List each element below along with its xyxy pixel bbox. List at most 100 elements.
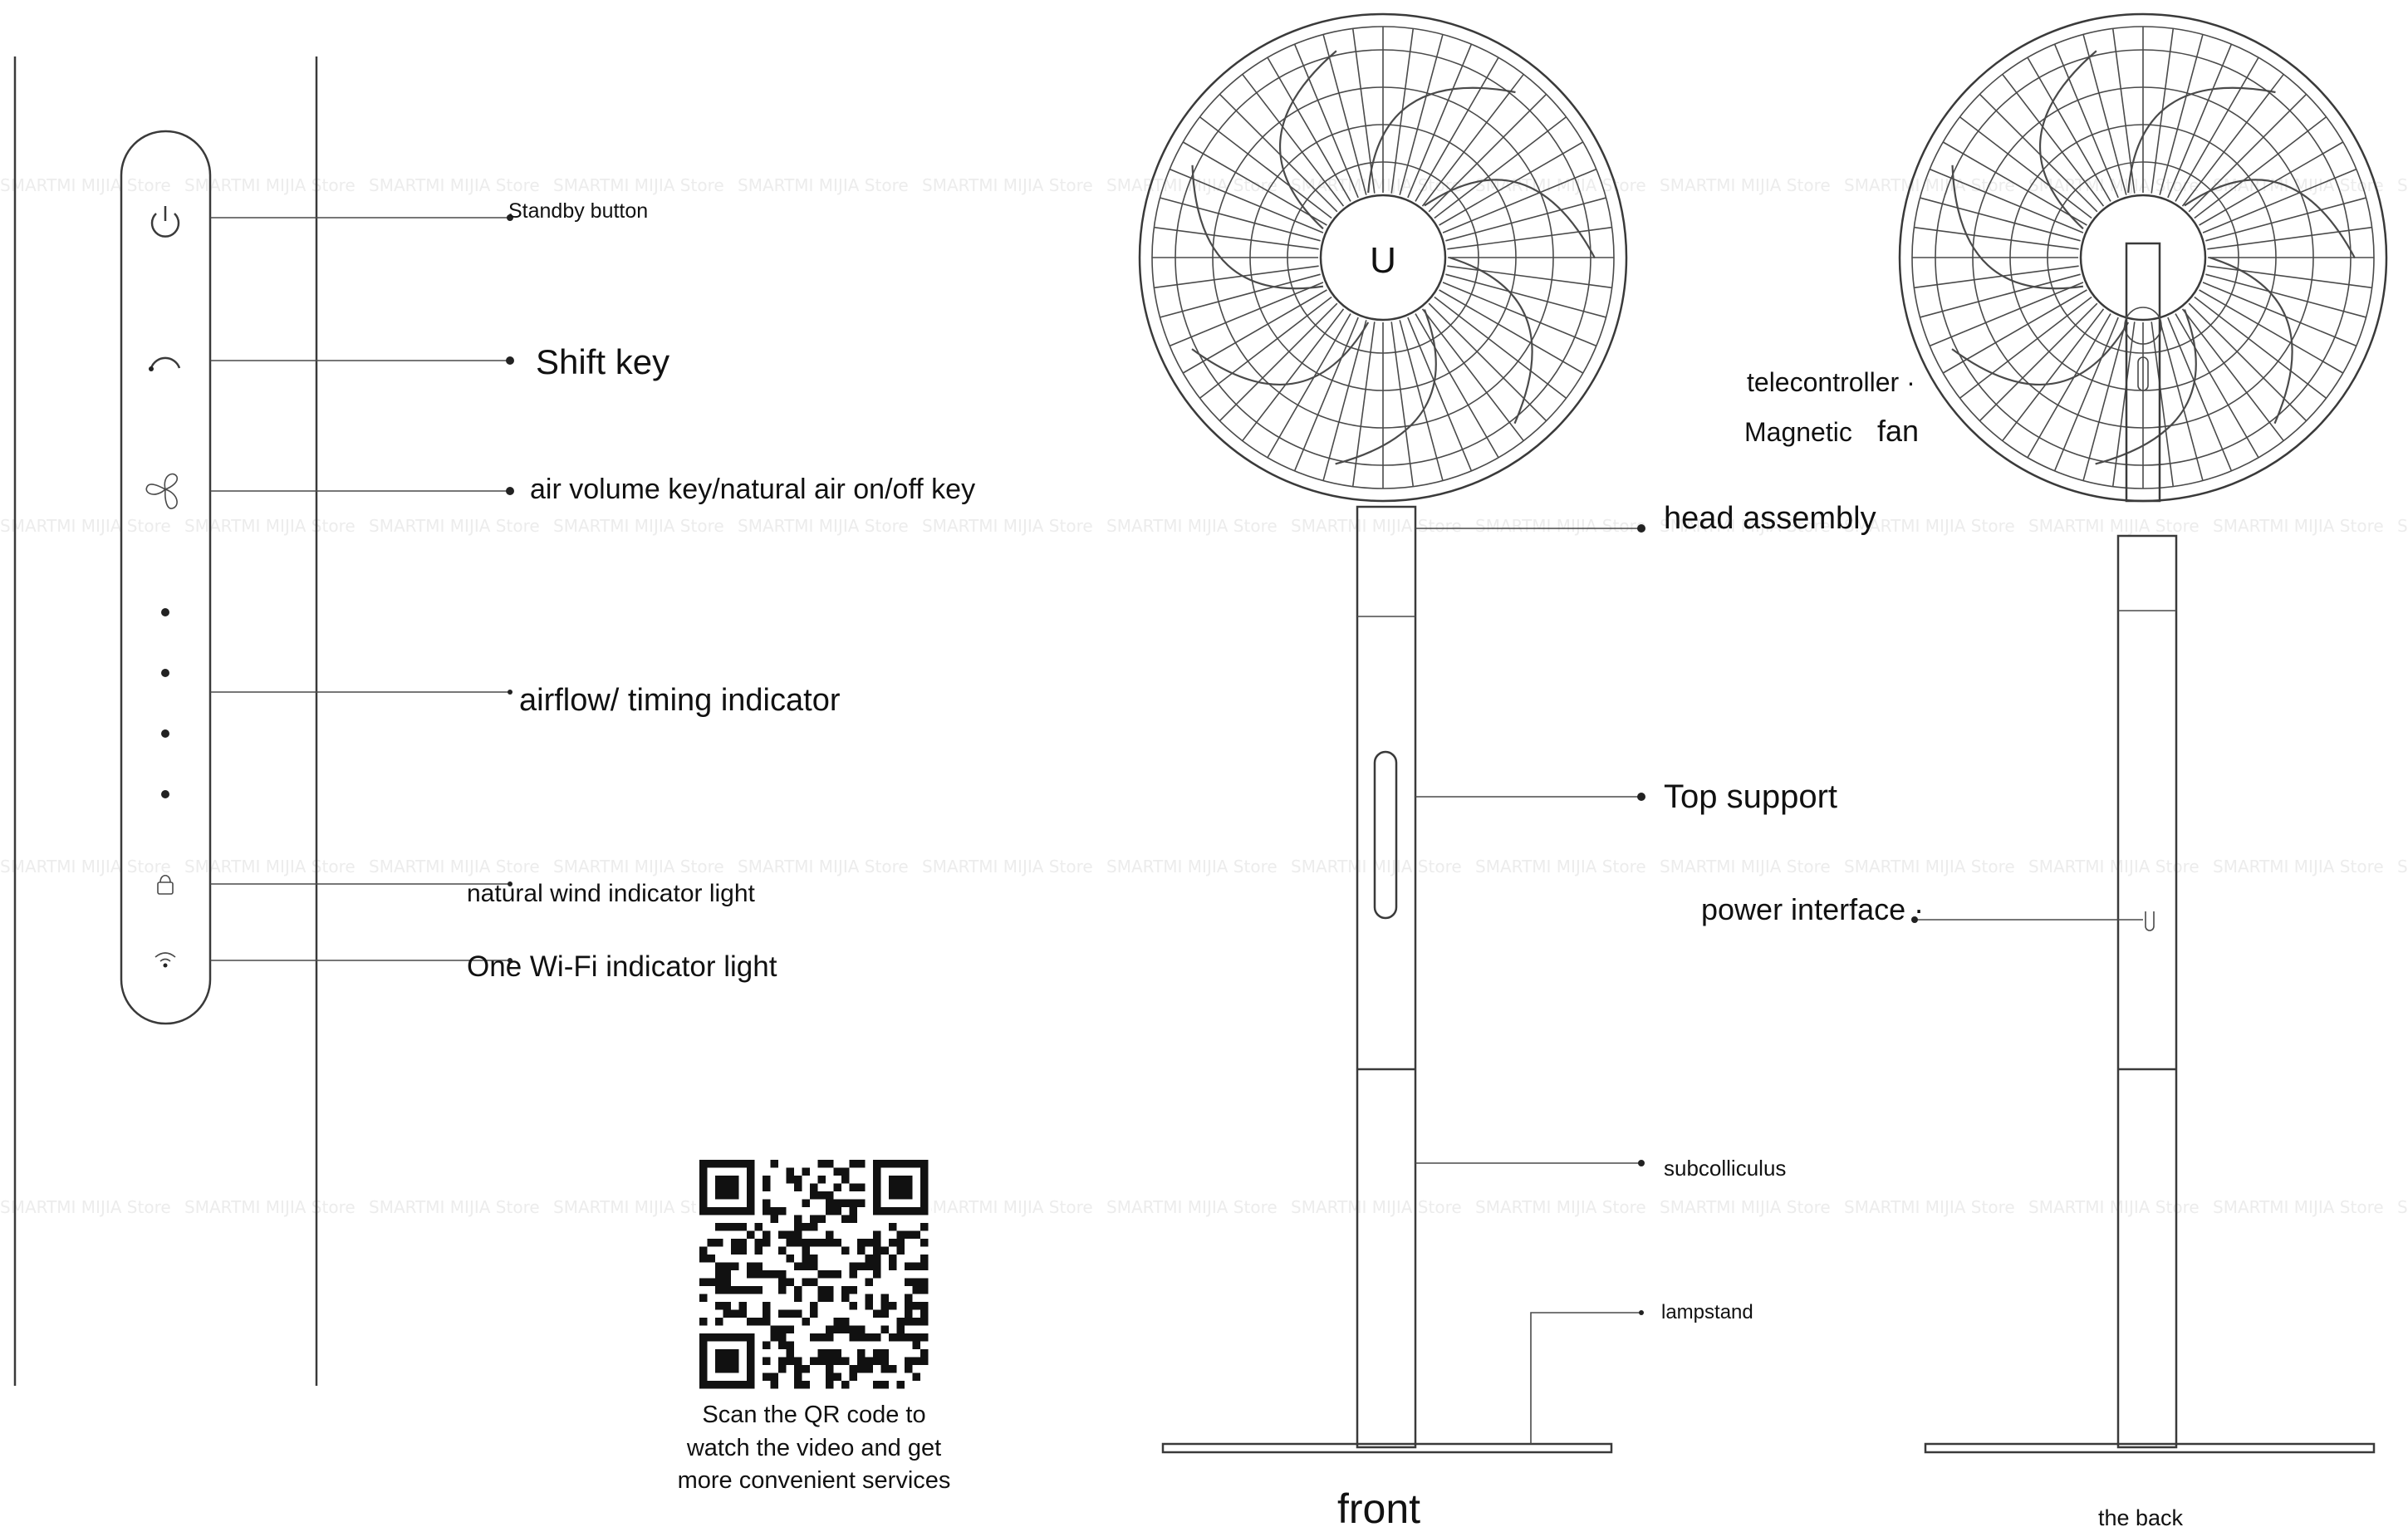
- remote-slot: [2137, 356, 2149, 391]
- label-top-support: Top support: [1664, 778, 1837, 815]
- watermark-text: SMARTMI MIJIA Store: [1106, 857, 1278, 876]
- front-view: U head assembly Top support subcolliculu…: [1138, 12, 1876, 1532]
- leader-dot: [1638, 1160, 1645, 1166]
- watermark-text: SMARTMI MIJIA Store: [922, 857, 1093, 876]
- front-base: [1161, 1442, 1613, 1454]
- leader-dot: [508, 690, 512, 695]
- watermark-text: SMARTMI MIJIA Store: [0, 175, 171, 195]
- watermark-text: SMARTMI MIJIA Store: [553, 175, 724, 195]
- watermark-text: SMARTMI MIJIA Store: [2397, 857, 2408, 876]
- airflow-indicator-dot: [161, 608, 169, 616]
- wifi-icon: [154, 952, 176, 968]
- label-power: power interface ·: [1701, 892, 1924, 926]
- label-subcolliculus: subcolliculus: [1664, 1156, 1786, 1181]
- watermark-text: SMARTMI MIJIA Store: [1844, 1197, 2015, 1217]
- airflow-indicator-dot: [161, 790, 169, 798]
- watermark-text: SMARTMI MIJIA Store: [0, 857, 171, 876]
- back-base: [1924, 1442, 2376, 1454]
- watermark-text: SMARTMI MIJIA Store: [553, 1197, 724, 1217]
- watermark-text: SMARTMI MIJIA Store: [1106, 1197, 1278, 1217]
- leader-lampstand: [1530, 1312, 1641, 1444]
- label-shift: Shift key: [536, 342, 669, 381]
- label-magnetic: Magnetic: [1744, 417, 1852, 447]
- label-telecontroller: telecontroller ·: [1747, 367, 1915, 397]
- watermark-text: SMARTMI MIJIA Store: [922, 516, 1093, 536]
- qr-caption-line2: watch the video and get: [686, 1435, 941, 1461]
- watermark-text: SMARTMI MIJIA Store: [1660, 516, 1831, 536]
- watermark-text: SMARTMI MIJIA Store: [184, 857, 356, 876]
- watermark-text: SMARTMI MIJIA Store: [369, 1197, 540, 1217]
- watermark-text: SMARTMI MIJIA Store: [2213, 857, 2384, 876]
- leader-dot: [507, 214, 513, 221]
- label-wifi: One Wi-Fi indicator light: [467, 950, 777, 983]
- label-air-volume: air volume key/natural air on/off key: [530, 474, 975, 505]
- watermark-text: SMARTMI MIJIA Store: [2028, 1197, 2200, 1217]
- watermark-text: SMARTMI MIJIA Store: [1475, 516, 1646, 536]
- leader-dot: [1637, 793, 1645, 801]
- leaf-lock-icon: [157, 874, 174, 895]
- watermark-text: SMARTMI MIJIA Store: [1291, 1197, 1462, 1217]
- watermark-text: SMARTMI MIJIA Store: [0, 1197, 171, 1217]
- hub-letter: U: [1370, 240, 1396, 281]
- fan-head-front: U: [1138, 12, 1628, 503]
- watermark-text: SMARTMI MIJIA Store: [2213, 516, 2384, 536]
- watermark-text: SMARTMI MIJIA Store: [369, 857, 540, 876]
- watermark-text: SMARTMI MIJIA Store: [2397, 175, 2408, 195]
- leader-dot: [506, 487, 514, 495]
- watermark-text: SMARTMI MIJIA Store: [184, 516, 356, 536]
- leader-dot: [508, 958, 512, 963]
- watermark-text: SMARTMI MIJIA Store: [1660, 857, 1831, 876]
- airflow-indicator-dot: [161, 729, 169, 738]
- leader-dot: [1911, 916, 1918, 923]
- watermark-text: SMARTMI MIJIA Store: [2213, 1197, 2384, 1217]
- leader-dot: [508, 881, 512, 886]
- watermark-text: SMARTMI MIJIA Store: [2397, 1197, 2408, 1217]
- qr-modules: [699, 1160, 929, 1389]
- power-icon: [150, 206, 180, 238]
- watermark-text: SMARTMI MIJIA Store: [553, 516, 724, 536]
- leader-dot: [1637, 524, 1645, 533]
- remote-control-icon: [2124, 307, 2162, 345]
- watermark-text: SMARTMI MIJIA Store: [738, 516, 909, 536]
- leader-dot: [1639, 1310, 1644, 1315]
- watermark-text: SMARTMI MIJIA Store: [738, 175, 909, 195]
- watermark-text: SMARTMI MIJIA Store: [1475, 1197, 1646, 1217]
- watermark-text: SMARTMI MIJIA Store: [369, 175, 540, 195]
- view-title-front: front: [1337, 1485, 1420, 1532]
- label-lampstand: lampstand: [1661, 1301, 1753, 1323]
- control-panel: Standby button Shift key air volume key/…: [13, 56, 975, 1386]
- watermark-text: SMARTMI MIJIA Store: [1844, 857, 2015, 876]
- watermark-text: SMARTMI MIJIA Store: [1475, 175, 1646, 195]
- watermark-text: SMARTMI MIJIA Store: [184, 1197, 356, 1217]
- airflow-indicator-dot: [161, 669, 169, 677]
- label-standby: Standby button: [508, 199, 648, 223]
- watermark-text: SMARTMI MIJIA Store: [738, 857, 909, 876]
- qr-caption-line3: more convenient services: [678, 1467, 951, 1494]
- fan-head-back: [1898, 12, 2388, 503]
- arc-icon: [149, 356, 181, 371]
- watermark-text: SMARTMI MIJIA Store: [1660, 175, 1831, 195]
- control-strip: [120, 130, 212, 1025]
- front-pole: [1356, 505, 1417, 1449]
- back-pole: [2116, 534, 2178, 1449]
- fan-grille: [1152, 27, 1614, 489]
- label-head: head assembly: [1664, 501, 1876, 536]
- watermark-text: SMARTMI MIJIA Store: [369, 516, 540, 536]
- fan-blade-icon: [145, 473, 179, 509]
- watermark-text: SMARTMI MIJIA Store: [922, 1197, 1093, 1217]
- label-natural-wind: natural wind indicator light: [467, 880, 756, 907]
- label-airflow: airflow/ timing indicator: [519, 683, 841, 718]
- watermark-text: SMARTMI MIJIA Store: [1106, 516, 1278, 536]
- watermark-text: SMARTMI MIJIA Store: [2028, 857, 2200, 876]
- watermark-text: SMARTMI MIJIA Store: [2397, 516, 2408, 536]
- watermark-text: SMARTMI MIJIA Store: [553, 857, 724, 876]
- power-port-icon: [2145, 911, 2155, 931]
- watermark-text: SMARTMI MIJIA Store: [1475, 857, 1646, 876]
- watermark-text: SMARTMI MIJIA Store: [922, 175, 1093, 195]
- front-slot: [1373, 750, 1398, 920]
- watermark-text: SMARTMI MIJIA Store: [1291, 516, 1462, 536]
- label-fan: fan: [1877, 414, 1919, 448]
- view-title-back: the back: [2098, 1505, 2184, 1530]
